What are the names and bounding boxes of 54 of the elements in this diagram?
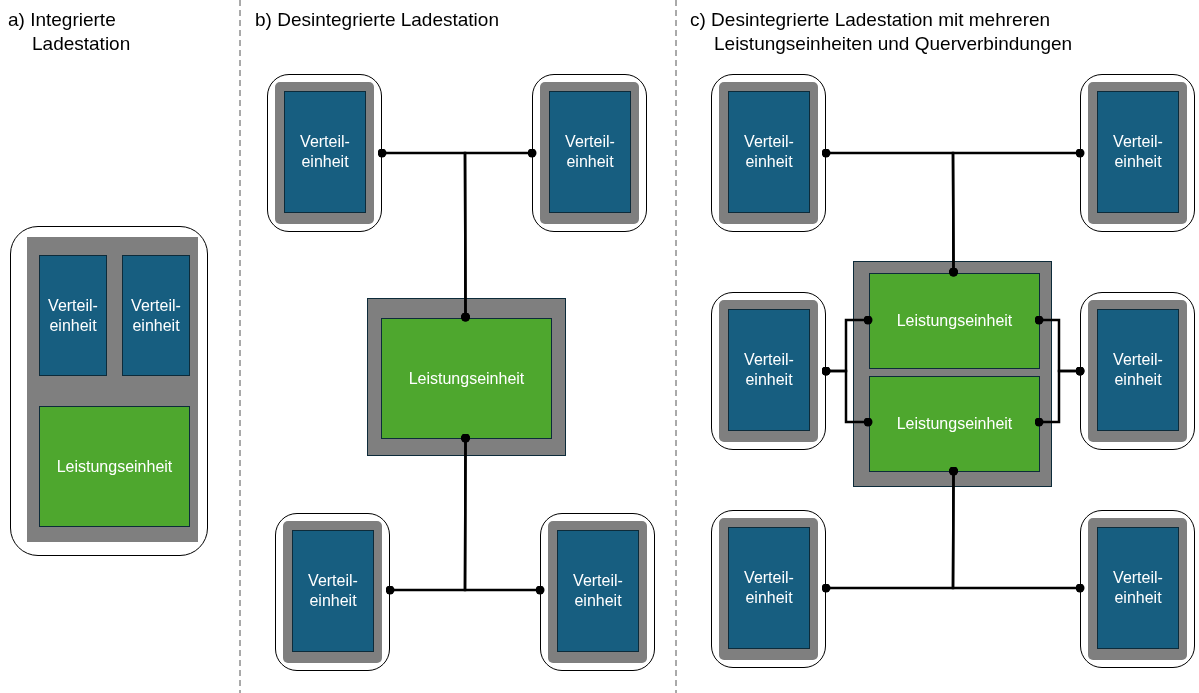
unit-label: Leistungseinheit (896, 414, 1013, 434)
unit-housing (540, 513, 655, 671)
distribution-unit-box (728, 309, 810, 431)
distribution-unit-box (1097, 309, 1179, 431)
power-unit-box (39, 406, 190, 527)
unit-housing (532, 74, 647, 232)
distribution-unit-box (549, 91, 631, 213)
unit-housing (711, 292, 826, 450)
unit-label: Verteil- einheit (307, 571, 359, 611)
unit-label: Verteil- einheit (299, 132, 351, 172)
connection-line (949, 148, 1085, 277)
connection-line (461, 433, 545, 595)
distribution-unit-box (292, 530, 374, 652)
station-housing (10, 226, 208, 556)
distribution-unit-box (1097, 527, 1179, 649)
unit-label: Leistungseinheit (408, 368, 525, 389)
unit-label: Verteil- einheit (1112, 350, 1164, 390)
distribution-unit-box (39, 255, 107, 376)
unit-label: Verteil- einheit (1112, 568, 1164, 608)
unit-housing (1080, 292, 1195, 450)
connection-line (1034, 366, 1085, 427)
distribution-unit-box (728, 527, 810, 649)
distribution-unit-box (1097, 91, 1179, 213)
panel-heading: b) Desintegrierte Ladestation (255, 8, 500, 32)
unit-housing (267, 74, 382, 232)
distribution-unit-box (557, 530, 639, 652)
panel-heading: a) Integrierte Ladestation (8, 8, 132, 56)
unit-label: Leistungseinheit (896, 311, 1013, 331)
power-unit-box (381, 318, 552, 439)
unit-label: Verteil- einheit (743, 350, 795, 390)
unit-housing (275, 513, 390, 671)
unit-label: Verteil- einheit (743, 568, 795, 608)
panel-heading: c) Desintegrierte Ladestation mit mehreren Leistungseinheiten und Querverbindungen (690, 8, 1074, 56)
power-unit-box (869, 273, 1040, 369)
power-cabinet (853, 261, 1052, 487)
unit-housing (1080, 74, 1195, 232)
unit-label: Leistungseinheit (56, 456, 173, 477)
unit-label: Verteil- einheit (130, 295, 182, 336)
unit-label: Verteil- einheit (743, 132, 795, 172)
distribution-unit-box (284, 91, 366, 213)
power-cabinet (367, 298, 566, 456)
unit-housing (711, 74, 826, 232)
connection-line (461, 148, 537, 322)
unit-label: Verteil- einheit (572, 571, 624, 611)
unit-label: Verteil- einheit (47, 295, 99, 336)
distribution-unit-box (728, 91, 810, 213)
unit-label: Verteil- einheit (564, 132, 616, 172)
connection-line (821, 366, 873, 427)
connection-line (949, 466, 1085, 593)
unit-housing (1080, 510, 1195, 668)
unit-housing (711, 510, 826, 668)
power-unit-box (869, 376, 1040, 472)
distribution-unit-box (122, 255, 190, 376)
unit-label: Verteil- einheit (1112, 132, 1164, 172)
